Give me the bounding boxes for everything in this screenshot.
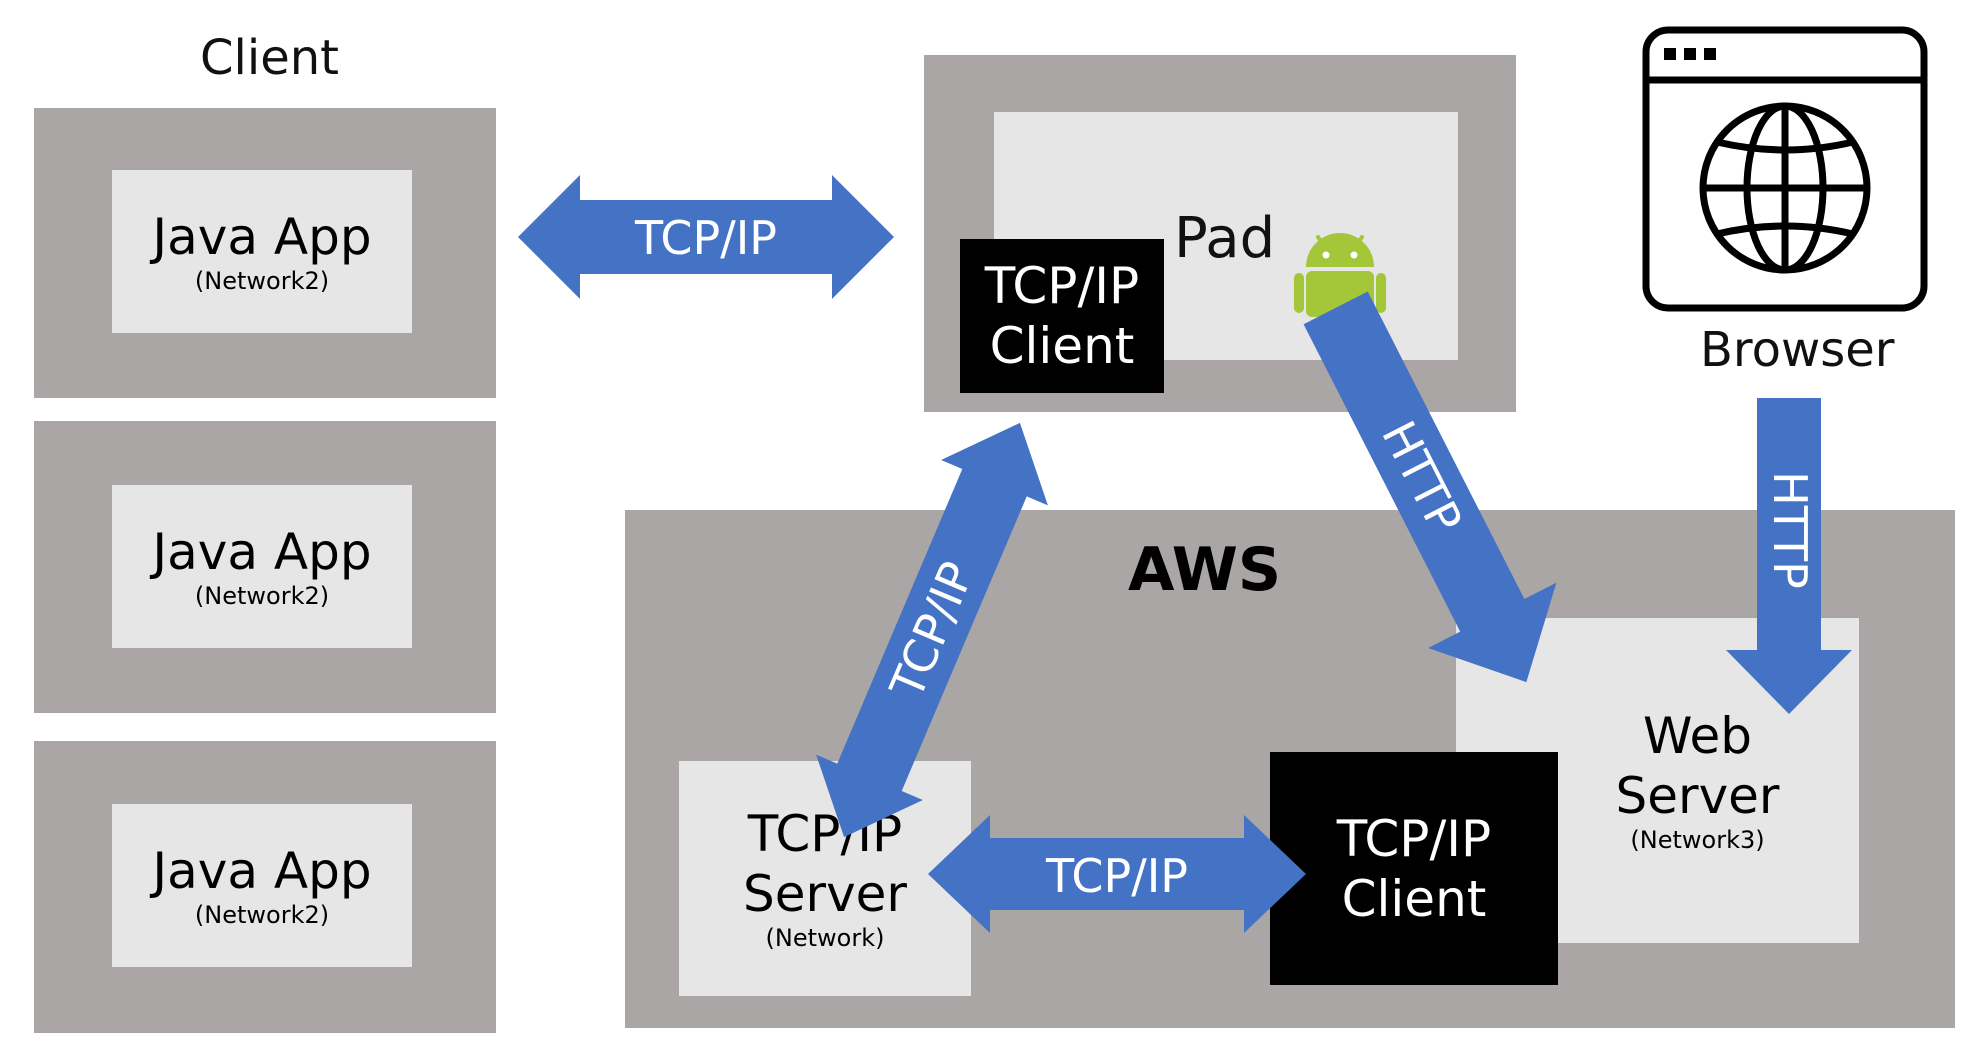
web-network: (Network3) — [1630, 826, 1765, 855]
pad-client-line1: TCP/IP — [984, 257, 1140, 315]
arrow-browser-web: HTTP — [1726, 398, 1852, 714]
java-app-box: Java App (Network2) — [112, 485, 412, 648]
browser-globe-icon — [1642, 26, 1928, 312]
arrow-server-client: TCP/IP — [928, 815, 1306, 933]
server-line2: Server — [743, 865, 907, 924]
web-line2: Server — [1615, 767, 1780, 826]
client-box-1: Java App (Network2) — [34, 108, 496, 398]
client-box-3: Java App (Network2) — [34, 741, 496, 1033]
android-icon — [1294, 233, 1386, 337]
java-app-network: (Network2) — [194, 267, 330, 296]
server-network: (Network) — [765, 924, 885, 953]
pad-label: Pad — [1174, 206, 1276, 271]
java-app-name: Java App — [152, 523, 372, 582]
java-app-network: (Network2) — [194, 901, 330, 930]
arrow-browser-web-label: HTTP — [1763, 471, 1817, 589]
arrow-client-pad: TCP/IP — [518, 175, 894, 299]
client-title: Client — [200, 30, 339, 86]
java-app-name: Java App — [152, 842, 372, 901]
arrow-pad-server: TCP/IP — [816, 422, 1048, 838]
browser-label: Browser — [1700, 322, 1895, 378]
pad-tcpip-client: TCP/IP Client — [960, 239, 1164, 393]
arrow-server-client-label: TCP/IP — [1045, 849, 1188, 903]
java-app-network: (Network2) — [194, 582, 330, 611]
aws-client-line2: Client — [1341, 869, 1487, 928]
aws-box: AWS TCP/IP Server (Network) Web Server (… — [625, 510, 1955, 1028]
arrow-client-pad-label: TCP/IP — [634, 211, 777, 265]
java-app-box: Java App (Network2) — [112, 804, 412, 967]
aws-client-line1: TCP/IP — [1336, 809, 1492, 868]
arrow-pad-web: HTTP — [1303, 291, 1557, 683]
pad-client-line2: Client — [989, 317, 1135, 375]
aws-tcpip-client-box: TCP/IP Client — [1270, 752, 1558, 985]
web-line1: Web — [1642, 707, 1752, 766]
java-app-name: Java App — [152, 208, 372, 267]
client-box-2: Java App (Network2) — [34, 421, 496, 713]
java-app-box: Java App (Network2) — [112, 170, 412, 333]
aws-title: AWS — [1128, 535, 1282, 605]
